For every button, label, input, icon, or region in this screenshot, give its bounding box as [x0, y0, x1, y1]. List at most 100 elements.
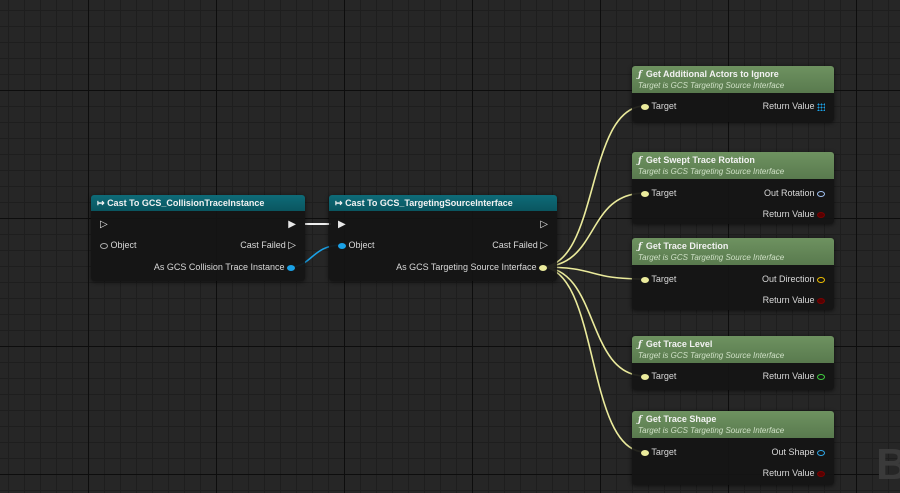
exec-in-pin[interactable]: ▷: [100, 219, 108, 230]
cast-node-targeting-source[interactable]: ↦ Cast To GCS_TargetingSourceInterface ▶…: [329, 195, 557, 281]
object-label: Object: [110, 240, 137, 250]
output-label: As GCS Collision Trace Instance: [153, 262, 285, 272]
target-label: Target: [651, 188, 677, 198]
interface-pin-icon: [641, 373, 649, 380]
object-pin[interactable]: Object: [338, 238, 375, 252]
function-icon: ƒ: [638, 340, 642, 350]
node-subtitle: Target is GCS Targeting Source Interface: [638, 351, 785, 360]
enum-pin-icon: [817, 373, 825, 380]
out-direction-label: Out Direction: [761, 274, 815, 284]
object-pin[interactable]: Object: [100, 238, 137, 252]
target-pin[interactable]: Target: [641, 99, 676, 113]
target-label: Target: [651, 274, 677, 284]
cast-failed-label: Cast Failed: [492, 240, 538, 250]
interface-pin-icon: [641, 103, 649, 110]
target-wire-4[interactable]: [540, 266, 646, 377]
exec-in-pin[interactable]: ▶: [338, 219, 346, 230]
function-icon: ƒ: [638, 242, 642, 252]
bool-pin-icon: [817, 470, 825, 477]
return-value-label: Return Value: [762, 209, 815, 219]
bool-pin-icon: [817, 297, 825, 304]
object-pin-icon: [100, 242, 108, 249]
node-title: Get Trace Shape: [645, 414, 717, 424]
node-header[interactable]: ↦ Cast To GCS_CollisionTraceInstance: [91, 195, 305, 211]
out-direction-pin[interactable]: Out Direction: [762, 272, 825, 286]
exec-out-icon: ▷: [288, 240, 296, 251]
return-value-pin[interactable]: Return Value: [763, 207, 825, 221]
cast-failed-pin[interactable]: Cast Failed ▷: [240, 238, 296, 252]
out-shape-pin[interactable]: Out Shape: [771, 445, 825, 459]
target-wire-1[interactable]: [540, 105, 646, 268]
return-value-pin[interactable]: Return Value: [763, 293, 825, 307]
node-title: Get Swept Trace Rotation: [645, 155, 755, 165]
array-pin-icon: [817, 102, 825, 111]
blueprint-watermark: B: [876, 440, 900, 489]
exec-out-icon: ▷: [540, 240, 548, 251]
out-rotation-label: Out Rotation: [763, 188, 815, 198]
object-pin-icon: [287, 264, 295, 271]
node-subtitle: Target is GCS Targeting Source Interface: [638, 81, 785, 90]
out-rotation-pin[interactable]: Out Rotation: [764, 186, 825, 200]
return-value-label: Return Value: [762, 371, 815, 381]
node-subtitle: Target is GCS Targeting Source Interface: [638, 253, 785, 262]
bool-pin-icon: [817, 211, 825, 218]
return-value-pin[interactable]: Return Value: [763, 99, 825, 113]
cast-failed-pin[interactable]: Cast Failed ▷: [492, 238, 548, 252]
target-pin[interactable]: Target: [641, 445, 676, 459]
function-icon: ƒ: [638, 70, 642, 80]
target-pin[interactable]: Target: [641, 272, 676, 286]
rotator-pin-icon: [817, 190, 825, 197]
target-wire-3[interactable]: [540, 266, 646, 280]
function-icon: ƒ: [638, 156, 642, 166]
node-subtitle: Target is GCS Targeting Source Interface: [638, 426, 785, 435]
node-header[interactable]: ↦ Cast To GCS_TargetingSourceInterface: [329, 195, 557, 211]
object-label: Object: [348, 240, 375, 250]
exec-out-pin[interactable]: ▶: [288, 219, 296, 230]
node-title: Cast To GCS_TargetingSourceInterface: [345, 198, 513, 208]
cast-icon: ↦: [335, 198, 343, 208]
exec-out-pin[interactable]: ▷: [540, 219, 548, 230]
output-pin[interactable]: As GCS Collision Trace Instance: [154, 260, 295, 274]
output-label: As GCS Targeting Source Interface: [396, 262, 537, 272]
node-subtitle: Target is GCS Targeting Source Interface: [638, 167, 785, 176]
target-wire-2[interactable]: [540, 192, 646, 268]
target-label: Target: [651, 371, 677, 381]
return-value-label: Return Value: [762, 295, 815, 305]
node-title: Get Additional Actors to Ignore: [645, 69, 779, 79]
node-title: Get Trace Direction: [645, 241, 729, 251]
node-title: Cast To GCS_CollisionTraceInstance: [107, 198, 265, 208]
struct-pin-icon: [817, 449, 825, 456]
interface-pin-icon: [539, 264, 547, 271]
function-icon: ƒ: [638, 415, 642, 425]
return-value-pin[interactable]: Return Value: [763, 466, 825, 480]
interface-pin-icon: [641, 190, 649, 197]
target-pin[interactable]: Target: [641, 186, 676, 200]
out-shape-label: Out Shape: [771, 447, 815, 457]
interface-pin-icon: [641, 276, 649, 283]
return-value-pin[interactable]: Return Value: [763, 369, 825, 383]
target-wire-5[interactable]: [540, 266, 646, 453]
node-title: Get Trace Level: [645, 339, 713, 349]
cast-failed-label: Cast Failed: [240, 240, 286, 250]
cast-icon: ↦: [97, 198, 105, 208]
return-value-label: Return Value: [762, 101, 815, 111]
object-pin-icon: [338, 242, 346, 249]
target-label: Target: [651, 101, 677, 111]
vector-pin-icon: [817, 276, 825, 283]
target-pin[interactable]: Target: [641, 369, 676, 383]
output-pin[interactable]: As GCS Targeting Source Interface: [396, 260, 547, 274]
target-label: Target: [651, 447, 677, 457]
cast-node-collision-trace[interactable]: ↦ Cast To GCS_CollisionTraceInstance ▷ ▶…: [91, 195, 305, 281]
interface-pin-icon: [641, 449, 649, 456]
